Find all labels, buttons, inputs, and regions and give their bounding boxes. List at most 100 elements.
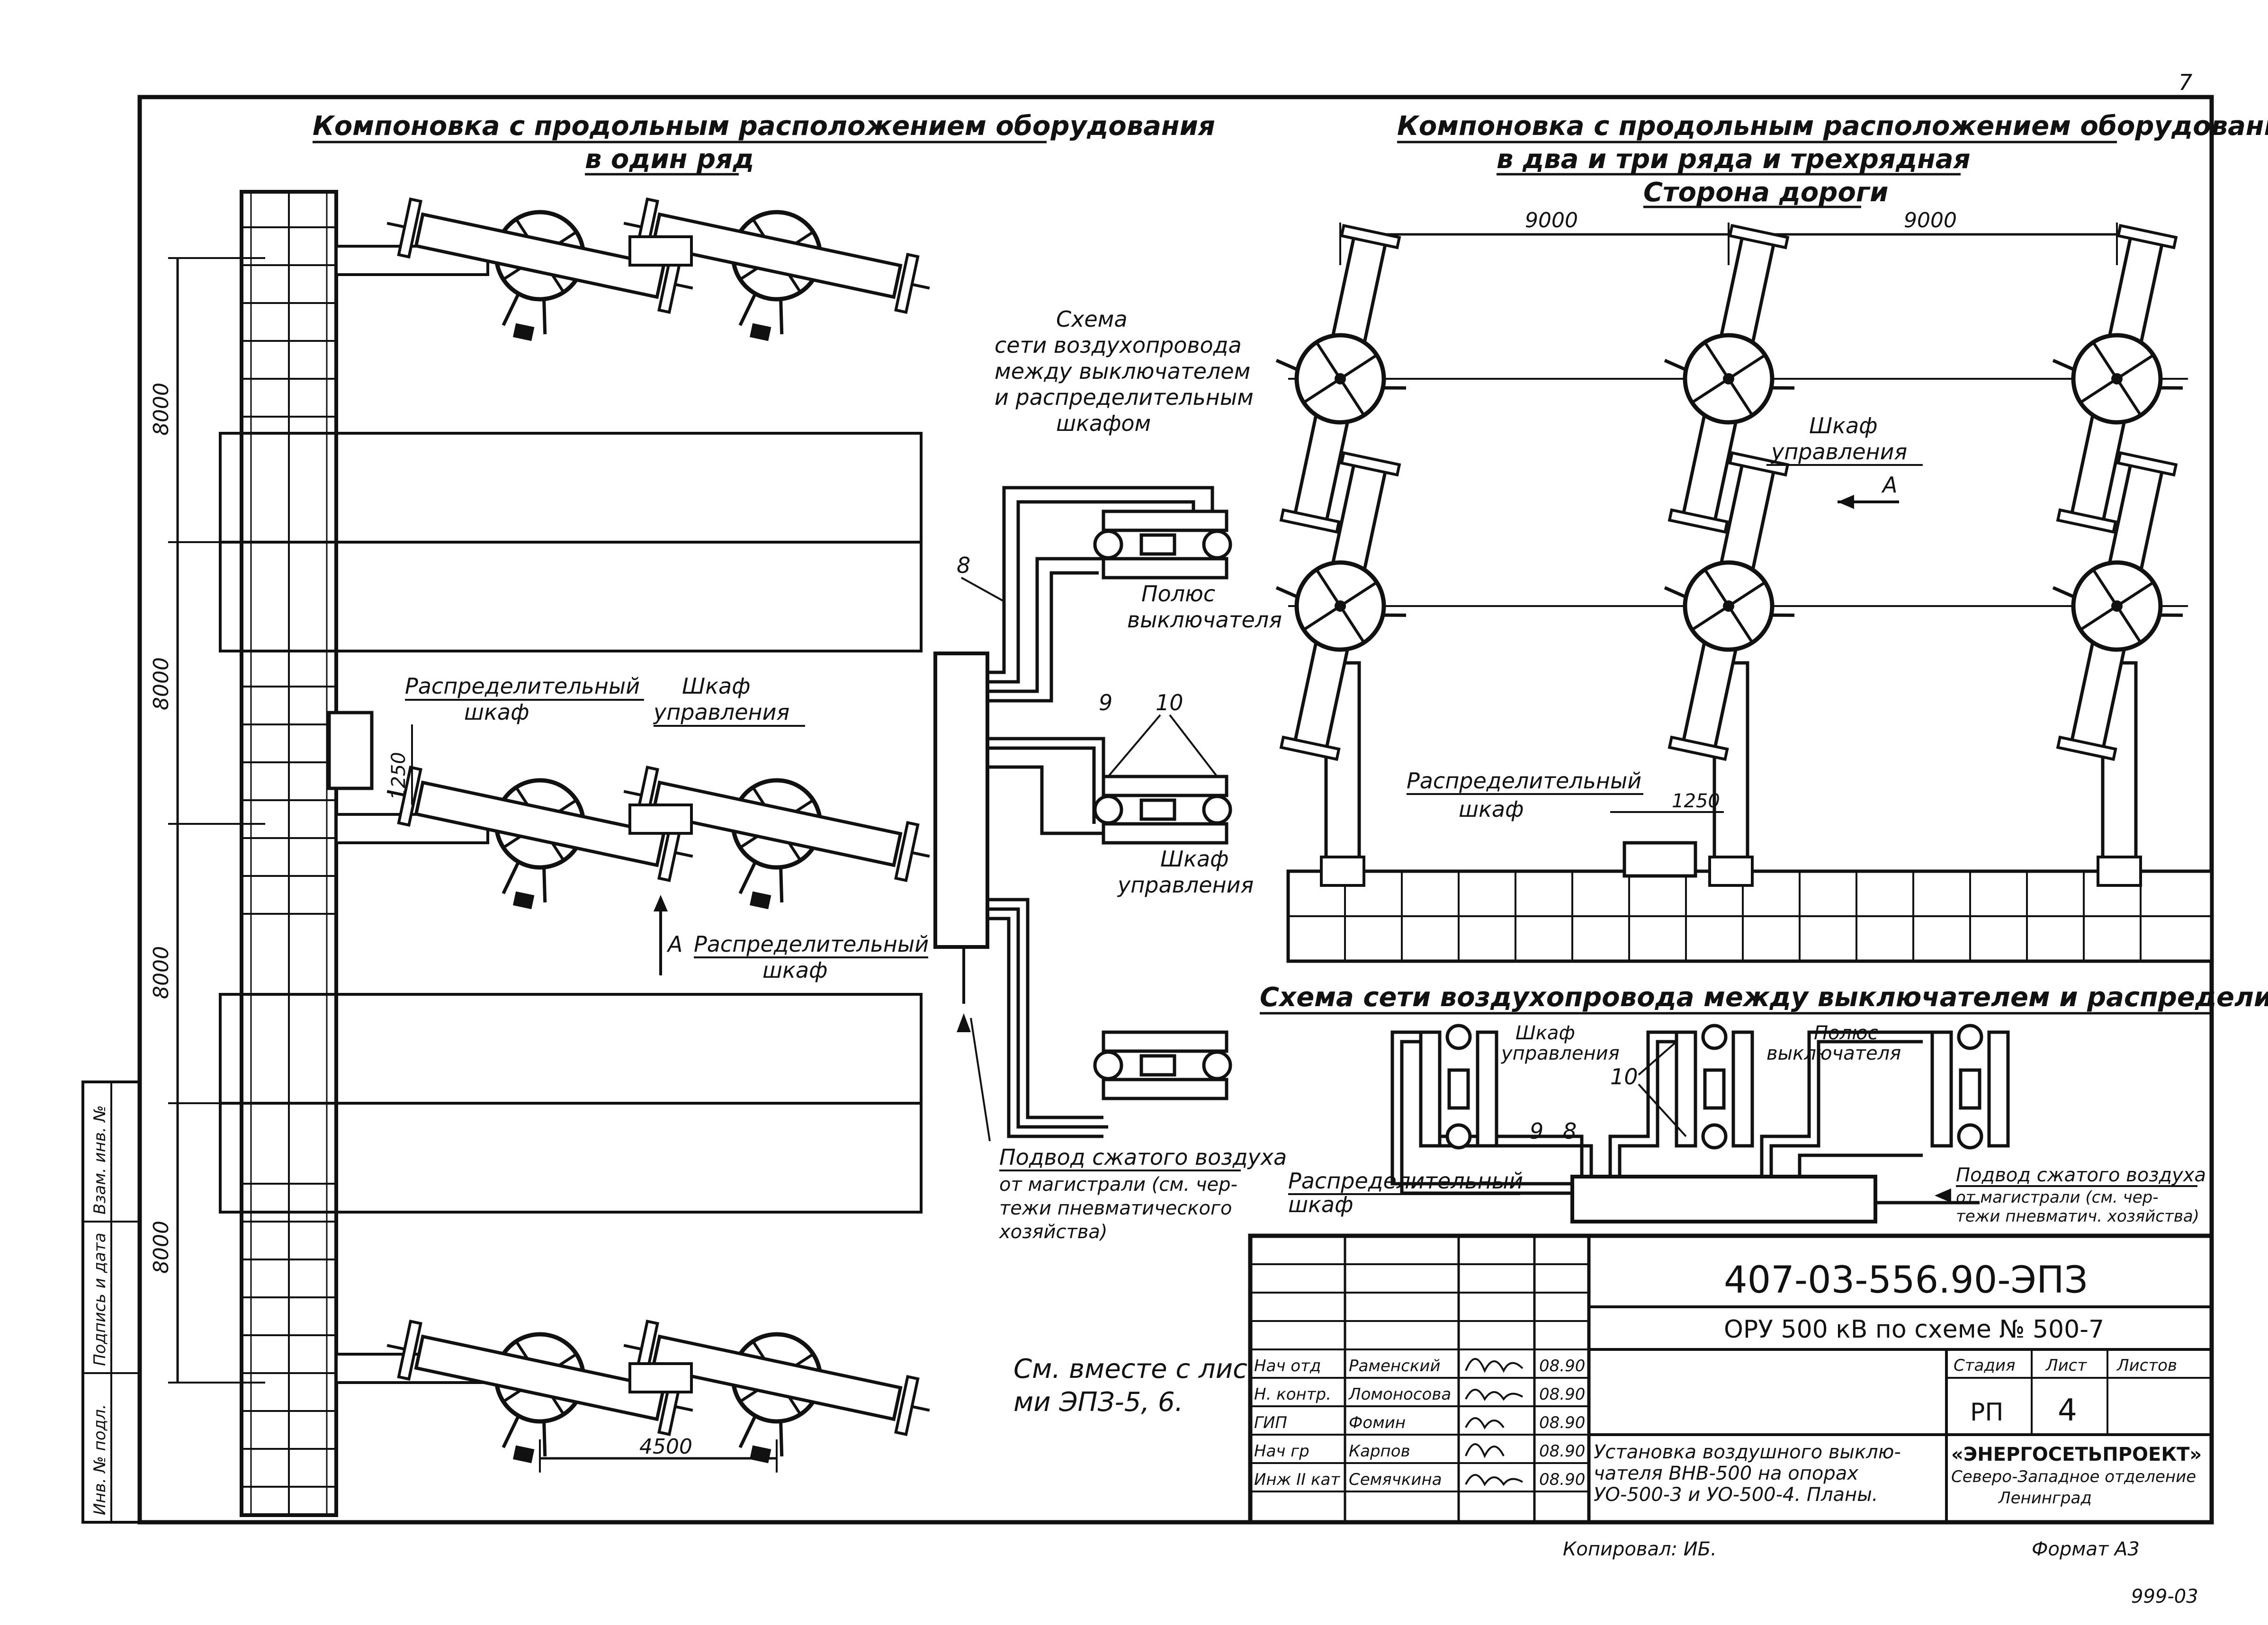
air-small-title-1: Схема — [1056, 306, 1128, 332]
dim-9000-right: 9000 — [1904, 208, 1957, 232]
air-wide-pole-1: Полюс — [1814, 1022, 1878, 1044]
air-small-pole-2: выключателя — [1127, 607, 1282, 633]
staff-role-1: Нач отд — [1254, 1357, 1321, 1375]
dim-bottom: 4500 — [639, 1435, 692, 1459]
signatures — [1465, 1358, 1524, 1486]
arrow-a-left: А — [666, 931, 682, 957]
dim-bay-2: 8000 — [149, 657, 173, 710]
air-small-title-3: между выключателем — [995, 358, 1250, 384]
air-small-supply-2: от магистрали (см. чер- — [999, 1174, 1237, 1196]
footer-format: Формат А3 — [2032, 1538, 2140, 1560]
air-small-num-10: 10 — [1156, 690, 1183, 715]
air-small-title-2: сети воздухопровода — [995, 332, 1242, 358]
dist-cabinet-rect — [327, 711, 374, 790]
air-wide-supply-3: тежи пневматич. хозяйства) — [1956, 1207, 2199, 1226]
dim-9000-left: 9000 — [1525, 208, 1578, 232]
staff-name-2: Ломоносова — [1348, 1385, 1451, 1404]
label-dist-cabinet-2b: шкаф — [762, 957, 827, 983]
air-small-supply-3: тежи пневматического — [999, 1197, 1232, 1219]
label-control-cabinet: Шкаф — [682, 673, 751, 699]
description-2: чателя ВНВ-500 на опорах — [1594, 1463, 1858, 1484]
staff-date-5: 08.90 — [1539, 1470, 1585, 1489]
air-wide-dist-cabinet — [1570, 1175, 1877, 1223]
staff-role-5: Инж II кат — [1254, 1470, 1340, 1489]
right-arrow-a: А — [1881, 472, 1897, 498]
air-scheme-wide: Схема сети воздухопровода между выключат… — [1260, 982, 2268, 1226]
air-wide-dist-1: Распределительный — [1288, 1168, 1523, 1194]
stamp-vzam-inv: Взам. инв. № — [90, 1105, 109, 1214]
staff-role-3: ГИП — [1254, 1413, 1287, 1432]
dim-1250: 1250 — [1672, 790, 1720, 812]
air-wide-pole-2: выключателя — [1766, 1043, 1901, 1064]
left-plan-title-1: Компоновка с продольным расположением об… — [313, 111, 1215, 142]
air-wide-supply-1: Подвод сжатого воздуха — [1956, 1164, 2206, 1186]
air-wide-num-10: 10 — [1610, 1064, 1638, 1089]
air-small-supply-1: Подвод сжатого воздуха — [999, 1144, 1287, 1170]
org-line-3: Ленинград — [1998, 1489, 2092, 1508]
staff-date-2: 08.90 — [1539, 1385, 1585, 1404]
right-dist-label-2: шкаф — [1459, 796, 1524, 822]
air-small-num-9: 9 — [1099, 690, 1112, 715]
staff-name-4: Карпов — [1349, 1442, 1410, 1461]
air-small-title-4: и распределительным — [995, 384, 1254, 410]
sheet-mark: 7 — [2178, 70, 2192, 95]
staff-name-5: Семячкина — [1349, 1470, 1442, 1489]
stamp-signature-date: Подпись и дата — [90, 1232, 109, 1366]
right-plan-title-2: в два и три ряда и трехрядная — [1497, 144, 1971, 175]
air-small-supply-4: хозяйства) — [998, 1221, 1107, 1243]
sheets-header: Листов — [2116, 1356, 2177, 1375]
dim-bay-4: 8000 — [149, 1221, 173, 1274]
description-3: УО-500-3 и УО-500-4. Планы. — [1594, 1484, 1878, 1506]
dim-bay-3: 8000 — [149, 946, 173, 999]
org-line-2: Северо-Западное отделение — [1951, 1467, 2196, 1486]
air-wide-num-9: 9 — [1530, 1118, 1543, 1144]
stage-value: РП — [1970, 1398, 2003, 1427]
air-wide-control-2: управления — [1501, 1043, 1620, 1064]
doc-code: 407-03-556.90-ЭПЗ — [1724, 1259, 2088, 1302]
label-control-cabinet-b: управления — [653, 699, 789, 725]
air-scheme-small: Схема сети воздухопровода между выключат… — [933, 306, 1287, 1243]
dim-bay-1: 8000 — [149, 383, 173, 436]
note-line-1: См. вместе с листа- — [1013, 1354, 1289, 1384]
right-control-1: Шкаф — [1809, 413, 1878, 438]
label-dist-cabinet-1: Распределительный — [405, 673, 640, 699]
right-control-2: управления — [1770, 439, 1907, 464]
air-small-pole-1: Полюс — [1141, 581, 1215, 607]
right-plan-title-1: Компоновка с продольным расположением об… — [1397, 111, 2268, 142]
air-wide-dist-2: шкаф — [1288, 1192, 1353, 1217]
right-dist-cabinet — [1623, 841, 1697, 878]
air-small-control-1: Шкаф — [1160, 846, 1229, 872]
staff-date-4: 08.90 — [1539, 1442, 1585, 1461]
note-line-2: ми ЭПЗ-5, 6. — [1013, 1387, 1183, 1418]
footer-number: 999-03 — [2131, 1586, 2198, 1607]
label-dist-cabinet-2: Распределительный — [694, 931, 929, 957]
title-block: 407-03-556.90-ЭПЗ ОРУ 500 кВ по схеме № … — [1248, 1233, 2214, 1525]
air-wide-supply-2: от магистрали (см. чер- — [1956, 1188, 2159, 1207]
left-plan-title-2: в один ряд — [585, 144, 754, 175]
staff-role-2: Н. контр. — [1254, 1385, 1331, 1404]
footer-copied: Копировал: ИБ. — [1563, 1538, 1717, 1560]
label-dist-cabinet-1b: шкаф — [464, 699, 529, 725]
description-1: Установка воздушного выклю- — [1594, 1441, 1901, 1463]
air-small-control-2: управления — [1117, 872, 1254, 898]
air-wide-control-1: Шкаф — [1515, 1022, 1575, 1044]
stamp-inv-podl: Инв. № подл. — [90, 1404, 109, 1515]
air-small-num-8: 8 — [957, 553, 970, 578]
side-stamp: Инв. № подл. Подпись и дата Взам. инв. № — [81, 1080, 141, 1524]
staff-role-4: Нач гр — [1254, 1442, 1309, 1461]
staff-name-3: Фомин — [1349, 1413, 1406, 1432]
sheet-header: Лист — [2045, 1356, 2087, 1375]
stage-header: Стадия — [1954, 1356, 2015, 1375]
sheet-value: 4 — [2058, 1393, 2077, 1428]
air-wide-num-8: 8 — [1563, 1118, 1577, 1144]
left-plan: Компоновка с продольным расположением об… — [149, 111, 1215, 1517]
staff-date-1: 08.90 — [1539, 1357, 1585, 1375]
right-plan: Компоновка с продольным расположением об… — [1244, 111, 2268, 963]
air-small-dist-cabinet — [933, 652, 989, 949]
staff-date-3: 08.90 — [1539, 1413, 1585, 1432]
staff-name-1: Раменский — [1349, 1357, 1441, 1375]
dim-offset: 1250 — [388, 752, 410, 800]
right-dist-label-1: Распределительный — [1407, 768, 1641, 794]
air-wide-title: Схема сети воздухопровода между выключат… — [1260, 982, 2268, 1013]
